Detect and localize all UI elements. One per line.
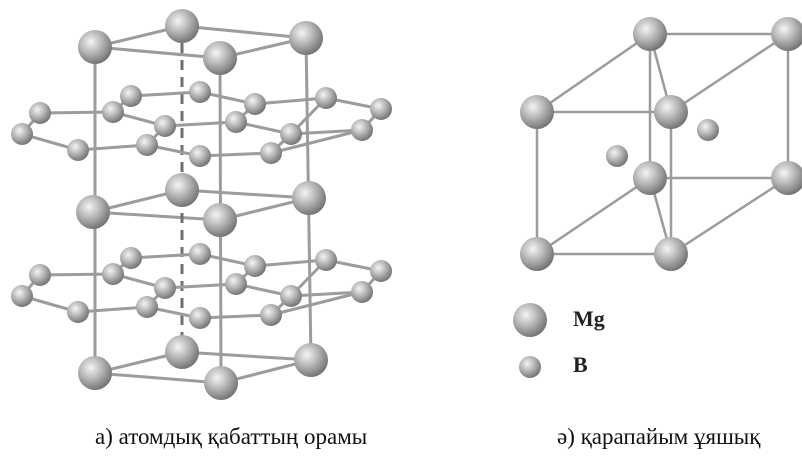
mg-atom — [294, 343, 328, 377]
boron-bond — [130, 252, 201, 260]
boron-bond — [254, 258, 327, 268]
unit-cell-edge — [536, 32, 651, 114]
b-atom — [351, 281, 373, 303]
mg-atom — [204, 366, 238, 400]
b-atom — [280, 123, 302, 145]
b-atom — [260, 142, 282, 164]
hex-bond — [181, 24, 307, 40]
bonds-layer — [20, 24, 790, 385]
unit-cell-edge — [670, 176, 789, 256]
legend-label-mg: Mg — [573, 306, 605, 331]
hex-bond — [181, 188, 310, 200]
hex-bond — [181, 350, 312, 362]
mg-atom — [203, 203, 237, 237]
hex-bond — [94, 45, 221, 60]
boron-bond — [77, 143, 148, 152]
b-atom — [120, 247, 142, 269]
boron-bond — [199, 151, 272, 158]
b-atom — [370, 98, 392, 120]
mg-atom — [165, 173, 199, 207]
mg-atom — [520, 237, 554, 271]
mg-atom — [78, 30, 112, 64]
boron-bond — [39, 110, 114, 115]
mg-atom — [203, 41, 237, 75]
b-atom — [154, 115, 176, 137]
atoms-layer — [11, 9, 802, 400]
boron-bond — [164, 120, 237, 128]
b-atom — [136, 296, 158, 318]
boron-bond — [39, 272, 114, 277]
b-atom — [189, 81, 211, 103]
b-atom — [67, 139, 89, 161]
b-atom — [244, 93, 266, 115]
b-atom — [67, 301, 89, 323]
b-atom — [225, 111, 247, 133]
b-atom — [136, 134, 158, 156]
mg-atom — [76, 195, 110, 229]
b-atom — [154, 277, 176, 299]
boron-bond — [199, 313, 272, 320]
legend-b-icon — [519, 356, 541, 378]
mg-atom — [633, 17, 667, 51]
b-atom — [189, 243, 211, 265]
boron-bond — [254, 96, 327, 106]
caption-atomic-layer-packing: а) атомдық қабаттың орамы — [95, 424, 368, 449]
caption-unit-cell: ә) қарапайым ұяшық — [557, 424, 761, 449]
mg-atom — [654, 237, 688, 271]
mg-atom — [654, 95, 688, 129]
mg-atom — [771, 17, 802, 51]
b-atom — [29, 264, 51, 286]
boron-bond — [290, 290, 363, 298]
boron-bond — [290, 128, 363, 136]
b-atom — [315, 87, 337, 109]
boron-bond — [270, 128, 363, 155]
b-atom — [225, 273, 247, 295]
b-atom — [29, 102, 51, 124]
mg-atom — [771, 161, 802, 195]
mg-atom — [78, 356, 112, 390]
hex-bond — [92, 210, 221, 222]
mg-atom — [292, 181, 326, 215]
mg-atom — [165, 335, 199, 369]
b-atom — [351, 119, 373, 141]
b-atom — [315, 249, 337, 271]
b-atom — [244, 255, 266, 277]
legend-mg-icon — [513, 303, 547, 337]
b-atom — [102, 101, 124, 123]
unit-cell-edge — [536, 176, 651, 256]
boron-bond — [130, 90, 201, 98]
mg-atom — [165, 9, 199, 43]
b-atom — [370, 260, 392, 282]
b-atom — [280, 285, 302, 307]
b-atom — [11, 285, 33, 307]
boron-bond — [164, 282, 237, 290]
b-atom — [606, 145, 628, 167]
b-atom — [102, 263, 124, 285]
b-atom — [120, 85, 142, 107]
b-atom — [260, 304, 282, 326]
mg-atom — [633, 161, 667, 195]
unit-cell-edge — [670, 32, 789, 114]
b-atom — [697, 119, 719, 141]
b-atom — [11, 123, 33, 145]
b-atom — [189, 307, 211, 329]
boron-bond — [270, 290, 363, 317]
b-atom — [189, 145, 211, 167]
boron-bond — [77, 305, 148, 314]
mg-atom — [520, 95, 554, 129]
legend-label-b: B — [573, 352, 588, 377]
hex-bond — [94, 371, 222, 385]
mg-atom — [289, 21, 323, 55]
